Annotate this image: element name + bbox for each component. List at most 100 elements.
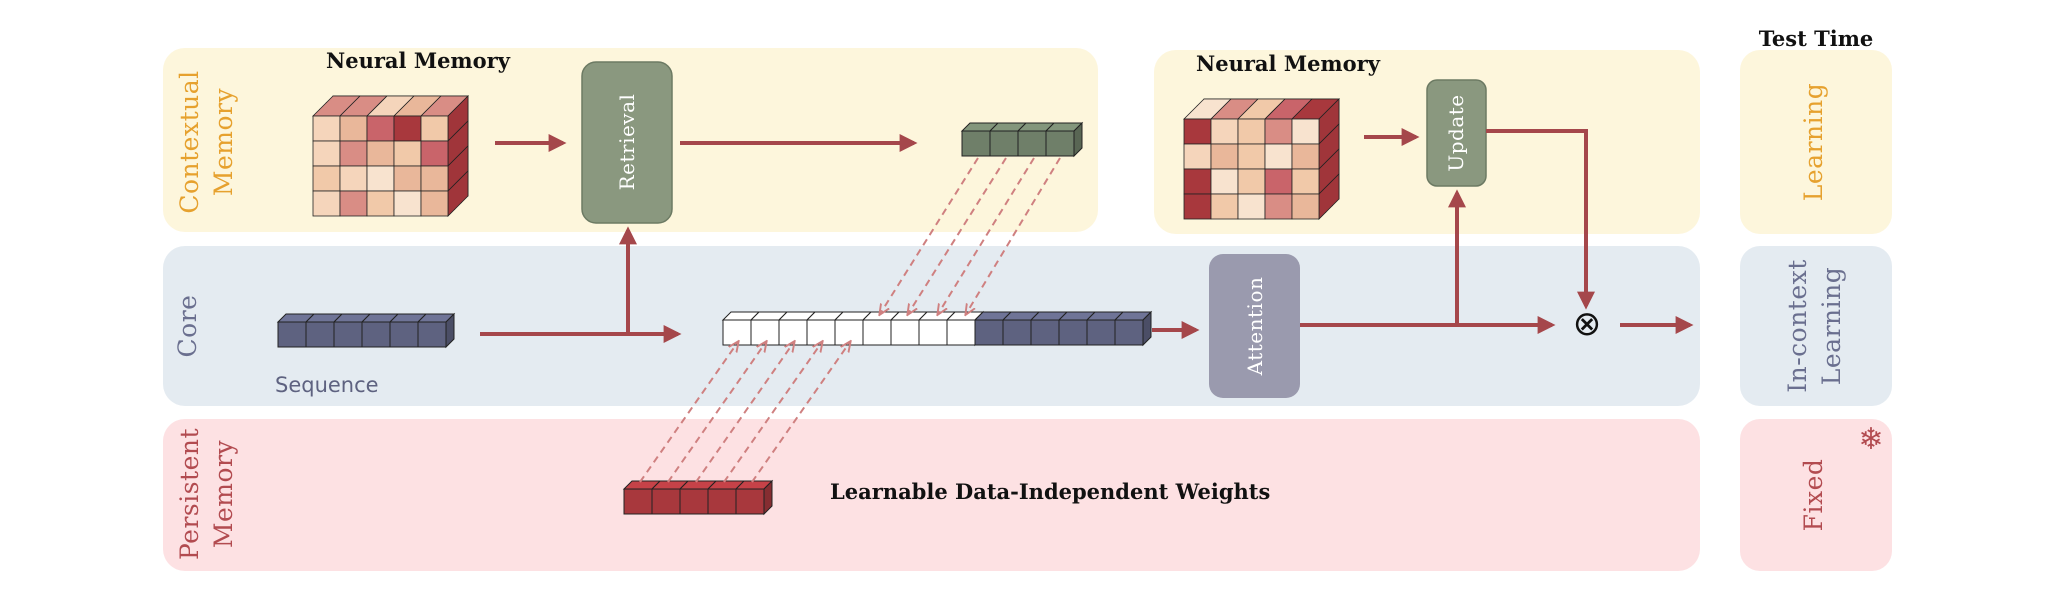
cube-left-front-cell (312, 140, 341, 167)
dashed-connector (723, 342, 822, 483)
dashed-connector (938, 157, 1035, 314)
cube-right-front-cell (1237, 143, 1266, 170)
sequence-token (417, 321, 447, 348)
attention-block: Attention (1209, 254, 1300, 398)
combined-sequence-token (1002, 319, 1032, 346)
persistent-weights-caption: Learnable Data-Independent Weights (830, 479, 1270, 504)
retrieval-block: Retrieval (581, 61, 673, 224)
persistent-to-sequence-connectors (639, 342, 850, 483)
multiply-symbol: ⊗ (1573, 304, 1602, 344)
persistent-memory-panel (163, 419, 1700, 571)
cube-left-front-cell (339, 140, 368, 167)
persistent-token (735, 488, 765, 515)
fixed-label: Fixed (1799, 459, 1828, 532)
cube-right-front-cell (1291, 143, 1320, 170)
persistent-memory-label-line1: Persistent (175, 428, 204, 560)
in-context-label-line1: In-context (1783, 259, 1812, 393)
cube-left-front-cell (366, 140, 395, 167)
cube-left-front-cell (312, 190, 341, 217)
cube-left-front-cell (393, 115, 422, 142)
dashed-connector (966, 157, 1061, 314)
cube-left-front-cell (393, 140, 422, 167)
placeholder-token (834, 319, 864, 346)
neural-memory-cube-left (312, 95, 469, 217)
sequence-token (277, 321, 307, 348)
cube-right-front-cell (1291, 193, 1320, 220)
cube-left-front-cell (339, 115, 368, 142)
in-context-learning-panel (1740, 246, 1892, 406)
placeholder-token (806, 319, 836, 346)
persistent-token (651, 488, 681, 515)
persistent-token (679, 488, 709, 515)
sequence-token (305, 321, 335, 348)
cube-left-front-cell (366, 190, 395, 217)
core-label: Core (173, 295, 202, 358)
cube-right-front-cell (1291, 118, 1320, 145)
neural-memory-caption-right: Neural Memory (1196, 51, 1381, 76)
combined-sequence-token (974, 319, 1004, 346)
dashed-connector (908, 157, 1007, 314)
cube-left-front-cell (393, 190, 422, 217)
combined-sequence-token (1086, 319, 1116, 346)
combined-sequence-token-side (1142, 310, 1152, 347)
neural-memory-caption-left: Neural Memory (326, 48, 511, 73)
cube-left-front-cell (420, 190, 449, 217)
placeholder-token (750, 319, 780, 346)
cube-right-front-cell (1183, 143, 1212, 170)
cube-left-front-cell (420, 165, 449, 192)
contextual-memory-label-line1: Contextual (175, 70, 204, 213)
persistent-token (623, 488, 653, 515)
sequence-token (361, 321, 391, 348)
cube-right-front-cell (1210, 168, 1239, 195)
update-block: Update (1426, 79, 1487, 187)
update-label: Update (1444, 94, 1468, 171)
cube-right-front-cell (1264, 193, 1293, 220)
cube-right-front-cell (1237, 118, 1266, 145)
retrieved-memory-tokens (960, 121, 1084, 158)
placeholder-tokens (721, 310, 985, 347)
persistent-memory-tokens (622, 479, 774, 516)
cube-right-front-cell (1210, 193, 1239, 220)
arrow-update-to-multiply (1486, 129, 1595, 310)
cube-right-front-cell (1264, 118, 1293, 145)
retrieved-token-side (1073, 121, 1083, 158)
cube-right-front-cell (1264, 168, 1293, 195)
sequence-label: Sequence (275, 373, 379, 397)
retrieved-token (989, 130, 1019, 157)
retrieved-token (1045, 130, 1075, 157)
sequence-token-side (445, 312, 455, 349)
dashed-connector (880, 157, 979, 314)
learning-panel (1740, 50, 1892, 234)
cube-left-front-cell (339, 190, 368, 217)
combined-sequence-token (1114, 319, 1144, 346)
retrieval-label: Retrieval (615, 94, 639, 191)
cube-left-front-cell (366, 115, 395, 142)
sequence-token (333, 321, 363, 348)
cube-right-front-cell (1291, 168, 1320, 195)
dashed-connector (667, 342, 766, 483)
placeholder-token (778, 319, 808, 346)
cube-right-front-cell (1210, 143, 1239, 170)
cube-right-front-cell (1264, 143, 1293, 170)
cube-left-front-cell (366, 165, 395, 192)
cube-right-front-cell (1183, 168, 1212, 195)
cube-left-front-cell (312, 115, 341, 142)
cube-left-front-cell (339, 165, 368, 192)
retrieved-token (1017, 130, 1047, 157)
cube-left-front-cell (393, 165, 422, 192)
combined-sequence-tokens (973, 310, 1153, 347)
cube-right-front-cell (1183, 118, 1212, 145)
combined-sequence-token (1030, 319, 1060, 346)
attention-label: Attention (1243, 277, 1267, 377)
fixed-panel (1740, 419, 1892, 571)
dashed-connector (695, 342, 794, 483)
contextual-memory-label-line2: Memory (209, 88, 238, 197)
sequence-tokens (276, 312, 456, 349)
test-time-header: Test Time (1759, 26, 1874, 51)
in-context-label-line2: Learning (1817, 267, 1846, 385)
persistent-token (707, 488, 737, 515)
snowflake-icon: ❄ (1858, 422, 1883, 457)
sequence-token (389, 321, 419, 348)
neural-memory-cube-right (1183, 98, 1340, 220)
